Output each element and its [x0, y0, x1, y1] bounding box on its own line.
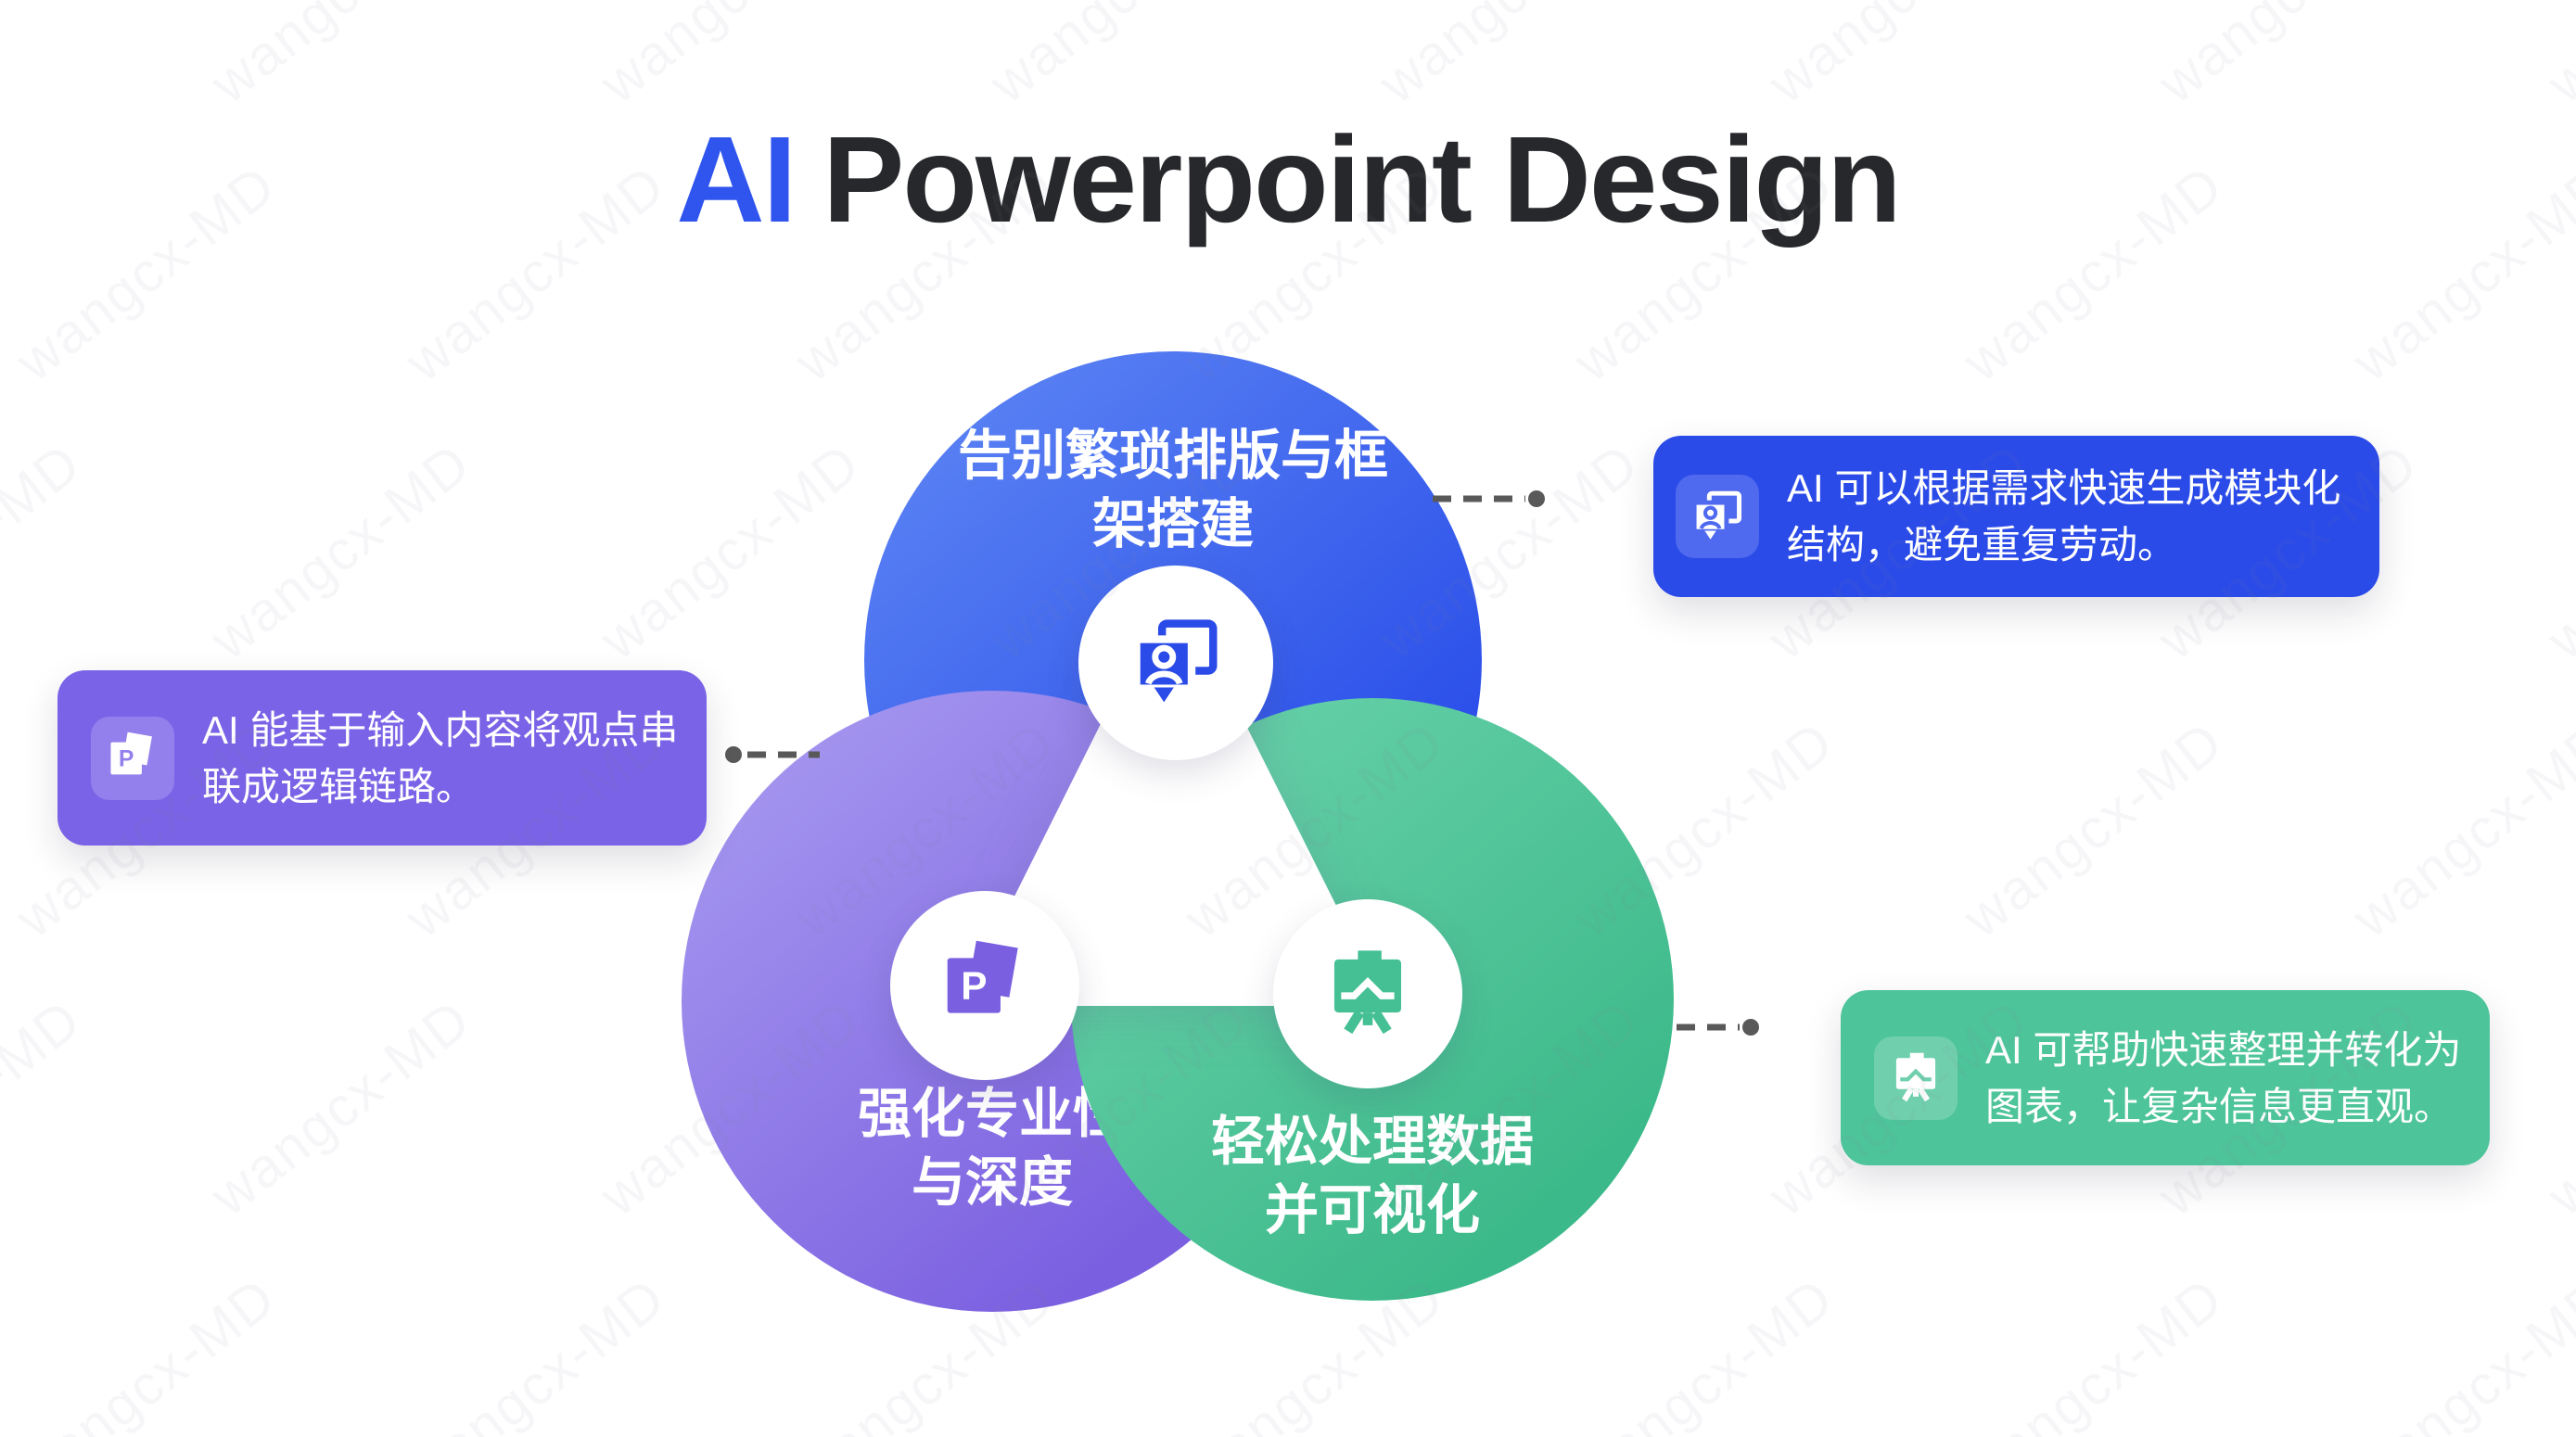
- callout-line: 结构，避免重复劳动。: [1787, 523, 2177, 566]
- icon-circle-data: [1273, 899, 1462, 1088]
- label-line: 架搭建: [1091, 494, 1254, 554]
- label-line: 强化专业性: [857, 1084, 1127, 1144]
- watermark-text: wangcx-MD: [1367, 0, 1651, 116]
- watermark-text: wangcx-MD: [198, 0, 482, 116]
- watermark-text: wangcx-MD: [2535, 431, 2576, 671]
- watermark-text: wangcx-MD: [0, 0, 93, 116]
- label-line: 告别繁琐排版与框: [957, 426, 1388, 486]
- watermark-text: wangcx-MD: [1951, 1265, 2235, 1437]
- powerpoint-file-icon: [104, 730, 161, 787]
- callout-framework: AI 可以根据需求快速生成模块化 结构，避免重复劳动。: [1653, 436, 2379, 597]
- connector-data: [1677, 1019, 1759, 1036]
- id-cards-icon: [1689, 488, 1746, 545]
- watermark-text: wangcx-MD: [198, 431, 482, 671]
- circle-framework-label: 告别繁琐排版与框 架搭建: [864, 422, 1482, 559]
- callout-logic-text: AI 能基于输入内容将观点串 联成逻辑链路。: [202, 702, 678, 815]
- callout-line: AI 可帮助快速整理并转化为: [1985, 1027, 2462, 1072]
- callout-data-text: AI 可帮助快速整理并转化为 图表，让复杂信息更直观。: [1985, 1022, 2461, 1135]
- easel-chart-icon: [1887, 1049, 1945, 1107]
- watermark-text: wangcx-MD: [1756, 0, 2040, 116]
- title-accent: AI: [676, 111, 797, 248]
- powerpoint-file-icon: [936, 936, 1034, 1035]
- callout-framework-text: AI 可以根据需求快速生成模块化 结构，避免重复劳动。: [1787, 460, 2340, 573]
- label-line: 与深度: [911, 1152, 1073, 1213]
- circle-data-label: 轻松处理数据 并可视化: [1071, 1108, 1674, 1245]
- watermark-text: wangcx-MD: [2535, 987, 2576, 1227]
- watermark-text: wangcx-MD: [0, 987, 93, 1227]
- label-line: 轻松处理数据: [1210, 1112, 1534, 1172]
- id-cards-icon: [1676, 475, 1759, 558]
- watermark-text: wangcx-MD: [2340, 709, 2576, 949]
- watermark-text: wangcx-MD: [1951, 709, 2235, 949]
- watermark-text: wangcx-MD: [1562, 1265, 1845, 1437]
- callout-line: AI 可以根据需求快速生成模块化: [1787, 466, 2341, 510]
- title-rest: Powerpoint Design: [823, 111, 1901, 248]
- icon-circle-framework: [1078, 566, 1273, 760]
- easel-chart-icon: [1874, 1036, 1958, 1120]
- watermark-text: wangcx-MD: [198, 987, 482, 1227]
- label-line: 并可视化: [1264, 1180, 1480, 1240]
- watermark-text: wangcx-MD: [4, 1265, 287, 1437]
- icon-circle-depth: [890, 891, 1079, 1080]
- watermark-text: wangcx-MD: [393, 1265, 677, 1437]
- callout-data: AI 可帮助快速整理并转化为 图表，让复杂信息更直观。: [1841, 990, 2490, 1165]
- watermark-text: wangcx-MD: [588, 0, 872, 116]
- easel-chart-icon: [1319, 945, 1417, 1043]
- circle-depth-label: 强化专业性 与深度: [682, 1080, 1303, 1217]
- watermark-text: wangcx-MD: [0, 431, 93, 671]
- watermark-text: wangcx-MD: [2535, 0, 2576, 116]
- callout-logic: AI 能基于输入内容将观点串 联成逻辑链路。: [57, 670, 707, 846]
- watermark-text: wangcx-MD: [2340, 1265, 2576, 1437]
- powerpoint-file-icon: [91, 716, 174, 800]
- watermark-text: wangcx-MD: [977, 0, 1261, 116]
- watermark-text: wangcx-MD: [588, 431, 872, 671]
- id-cards-icon: [1127, 614, 1225, 712]
- callout-line: AI 能基于输入内容将观点串: [202, 707, 679, 752]
- callout-line: 联成逻辑链路。: [202, 764, 476, 808]
- watermark-text: wangcx-MD: [2146, 0, 2429, 116]
- callout-line: 图表，让复杂信息更直观。: [1985, 1084, 2454, 1128]
